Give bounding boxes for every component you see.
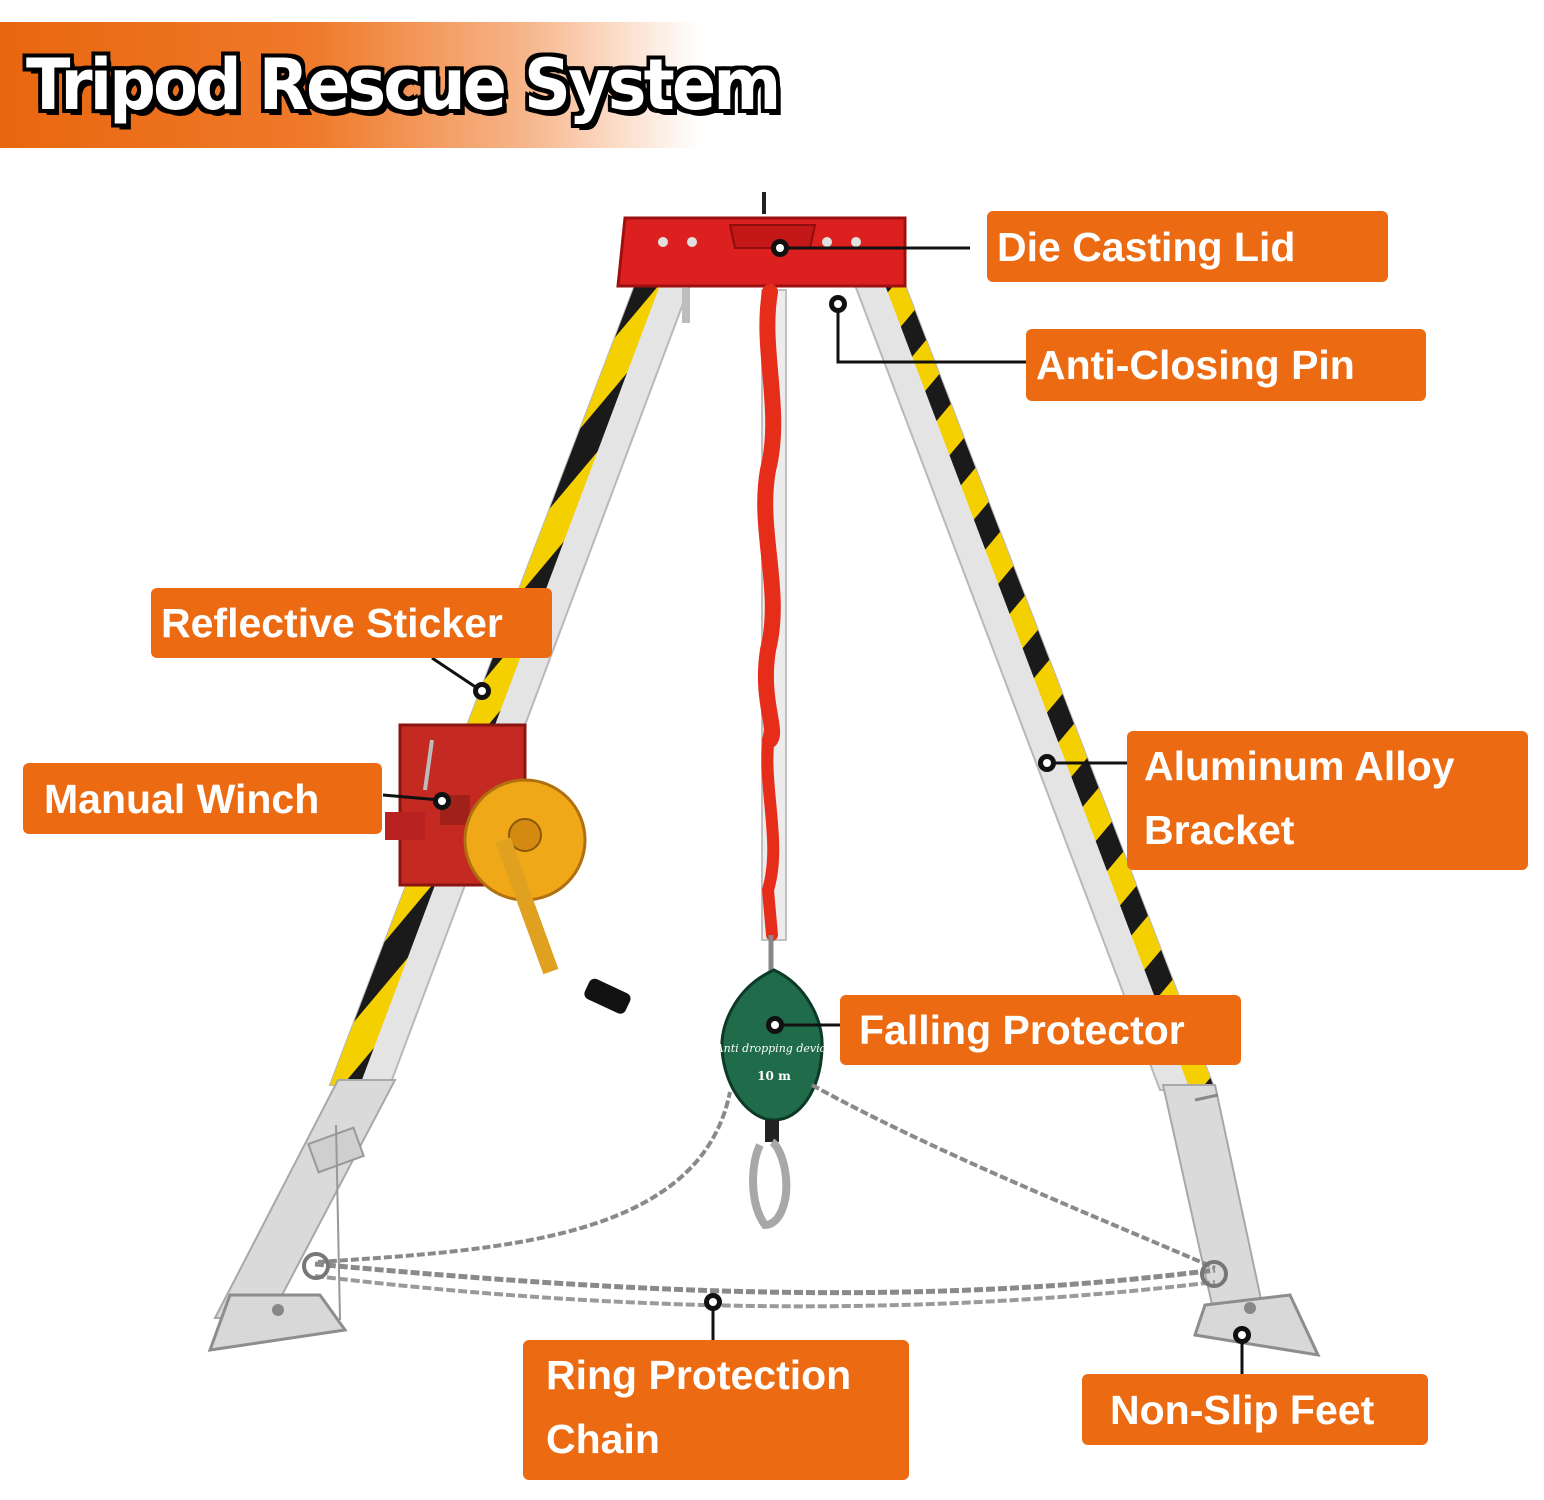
device-brand-text: Anti dropping device — [715, 1042, 833, 1055]
red-lanyard — [757, 284, 782, 985]
label-die-casting-lid-text: Die Casting Lid — [997, 224, 1296, 270]
page-title: Tripod Rescue System — [26, 44, 781, 126]
device-length-text: 10 m — [757, 1069, 791, 1083]
left-foot — [207, 1293, 348, 1352]
label-die-casting-lid: Die Casting Lid — [987, 211, 1388, 282]
label-non-slip-feet-text: Non-Slip Feet — [1110, 1387, 1375, 1433]
manual-winch — [385, 723, 631, 1014]
label-aluminum-alloy-bracket: Aluminum Alloy Bracket — [1127, 731, 1528, 870]
label-falling-protector: Falling Protector — [840, 995, 1241, 1065]
title-banner — [0, 22, 700, 148]
label-ring-protection-chain-line2: Chain — [546, 1415, 660, 1462]
callout-markers — [433, 239, 1251, 1344]
label-anti-closing-pin-text: Anti-Closing Pin — [1036, 342, 1355, 388]
falling-protector-device: Anti dropping device 10 m — [715, 968, 833, 1230]
callout-connectors — [382, 246, 1244, 1375]
right-foot — [1193, 1293, 1321, 1357]
label-manual-winch: Manual Winch — [23, 763, 382, 834]
label-reflective-sticker: Reflective Sticker — [151, 588, 552, 658]
label-ring-protection-chain-line1: Ring Protection — [546, 1352, 852, 1398]
label-anti-closing-pin: Anti-Closing Pin — [1026, 329, 1426, 401]
ring-protection-chain — [302, 1083, 1228, 1309]
label-aluminum-alloy-bracket-line2: Bracket — [1144, 806, 1295, 853]
label-non-slip-feet: Non-Slip Feet — [1082, 1374, 1428, 1445]
label-ring-protection-chain: Ring Protection Chain — [523, 1340, 909, 1480]
die-casting-lid — [616, 192, 907, 323]
label-falling-protector-text: Falling Protector — [859, 1007, 1185, 1053]
label-aluminum-alloy-bracket-line1: Aluminum Alloy — [1144, 743, 1455, 789]
label-manual-winch-text: Manual Winch — [44, 776, 320, 822]
label-reflective-sticker-text: Reflective Sticker — [161, 600, 503, 646]
